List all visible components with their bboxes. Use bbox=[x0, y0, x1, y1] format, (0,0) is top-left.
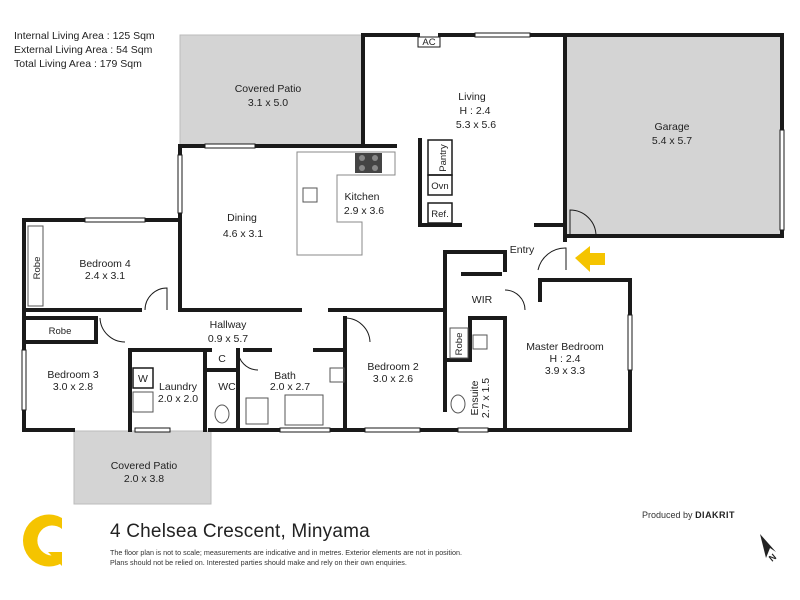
dining-name: Dining bbox=[227, 212, 257, 224]
robe-bedroom3-label: Robe bbox=[49, 326, 72, 337]
living-name: Living bbox=[458, 91, 486, 103]
toilet-icon bbox=[214, 404, 230, 424]
vanity-icon bbox=[245, 397, 269, 425]
property-address: 4 Chelsea Crescent, Minyama bbox=[110, 521, 370, 542]
washer-box bbox=[132, 367, 154, 389]
produced-by-prefix: Produced by bbox=[642, 510, 693, 520]
patio-bottom-name: Covered Patio bbox=[111, 460, 178, 472]
laundry-name: Laundry bbox=[159, 381, 198, 393]
ensuite-name: Ensuite bbox=[469, 380, 481, 415]
bedroom4-name: Bedroom 4 bbox=[79, 258, 131, 270]
ensuite-basin-icon bbox=[472, 334, 488, 350]
produced-by: Produced by DIAKRIT bbox=[642, 510, 735, 520]
robe-ensuite-label: Robe bbox=[454, 333, 465, 356]
covered-patio-top-area bbox=[179, 34, 364, 147]
garage-size: 5.4 x 5.7 bbox=[652, 135, 692, 147]
bath-basin-icon bbox=[329, 367, 345, 383]
patio-bottom-size: 2.0 x 3.8 bbox=[124, 473, 164, 485]
bedroom3-size: 3.0 x 2.8 bbox=[53, 381, 93, 393]
washer-label: W bbox=[138, 373, 148, 385]
external-area-text: External Living Area : 54 Sqm bbox=[14, 44, 153, 56]
walls bbox=[22, 33, 784, 432]
ensuite-toilet-icon bbox=[450, 394, 466, 414]
windows bbox=[21, 32, 785, 433]
robe-bedroom4-label: Robe bbox=[32, 257, 43, 280]
pantry-label: Pantry bbox=[438, 144, 449, 172]
master-size: 3.9 x 3.3 bbox=[545, 365, 585, 377]
patio-top-name: Covered Patio bbox=[235, 83, 302, 95]
covered-patio-bottom-area bbox=[73, 430, 212, 505]
ac-box bbox=[417, 36, 441, 48]
robe-bedroom4 bbox=[27, 225, 44, 307]
dining-size: 4.6 x 3.1 bbox=[223, 228, 263, 240]
disclaimer-line2: Plans should not be relied on. Intereste… bbox=[110, 558, 407, 567]
fridge-label: Ref. bbox=[431, 209, 448, 220]
disclaimer-line1: The floor plan is not to scale; measurem… bbox=[110, 548, 462, 557]
north-compass-icon: N bbox=[760, 534, 778, 564]
bedroom3-name: Bedroom 3 bbox=[47, 369, 99, 381]
fridge-box bbox=[427, 202, 453, 224]
laundry-size: 2.0 x 2.0 bbox=[158, 393, 198, 405]
kitchen-size: 2.9 x 3.6 bbox=[344, 205, 384, 217]
master-height: H : 2.4 bbox=[550, 353, 581, 365]
garage-area bbox=[565, 35, 782, 236]
patio-top-size: 3.1 x 5.0 bbox=[248, 97, 288, 109]
ac-label: AC bbox=[422, 37, 435, 48]
produced-by-brand: DIAKRIT bbox=[695, 510, 736, 520]
kitchen-sink-icon bbox=[302, 187, 318, 203]
ensuite-size: 2.7 x 1.5 bbox=[480, 378, 492, 418]
bath-size: 2.0 x 2.7 bbox=[270, 381, 310, 393]
oven-label: Ovn bbox=[431, 181, 448, 192]
hallway-name: Hallway bbox=[210, 319, 248, 331]
agency-logo-icon bbox=[22, 514, 62, 567]
kitchen-name: Kitchen bbox=[344, 191, 379, 203]
internal-area-text: Internal Living Area : 125 Sqm bbox=[14, 30, 155, 42]
oven-box bbox=[427, 174, 453, 196]
entry-name: Entry bbox=[510, 244, 535, 256]
compass-letter: N bbox=[767, 552, 778, 564]
doors bbox=[99, 209, 597, 371]
cooktop-icon bbox=[355, 153, 382, 173]
bedroom2-name: Bedroom 2 bbox=[367, 361, 419, 373]
laundry-tub-icon bbox=[132, 391, 154, 413]
kitchen-counter bbox=[296, 151, 396, 256]
bedroom2-size: 3.0 x 2.6 bbox=[373, 373, 413, 385]
living-size: 5.3 x 5.6 bbox=[456, 119, 496, 131]
total-area-text: Total Living Area : 179 Sqm bbox=[14, 58, 142, 70]
master-name: Master Bedroom bbox=[526, 341, 604, 353]
bathtub-icon bbox=[284, 394, 324, 426]
living-height: H : 2.4 bbox=[460, 105, 491, 117]
ensuite-robe-box bbox=[449, 327, 469, 359]
entry-arrow-icon bbox=[575, 246, 605, 272]
bath-name: Bath bbox=[274, 370, 296, 382]
wir-label: WIR bbox=[472, 294, 493, 306]
hallway-size: 0.9 x 5.7 bbox=[208, 333, 248, 345]
wc-label: WC bbox=[218, 381, 236, 393]
bedroom4-size: 2.4 x 3.1 bbox=[85, 270, 125, 282]
cupboard-label: C bbox=[218, 353, 226, 365]
garage-name: Garage bbox=[654, 121, 689, 133]
